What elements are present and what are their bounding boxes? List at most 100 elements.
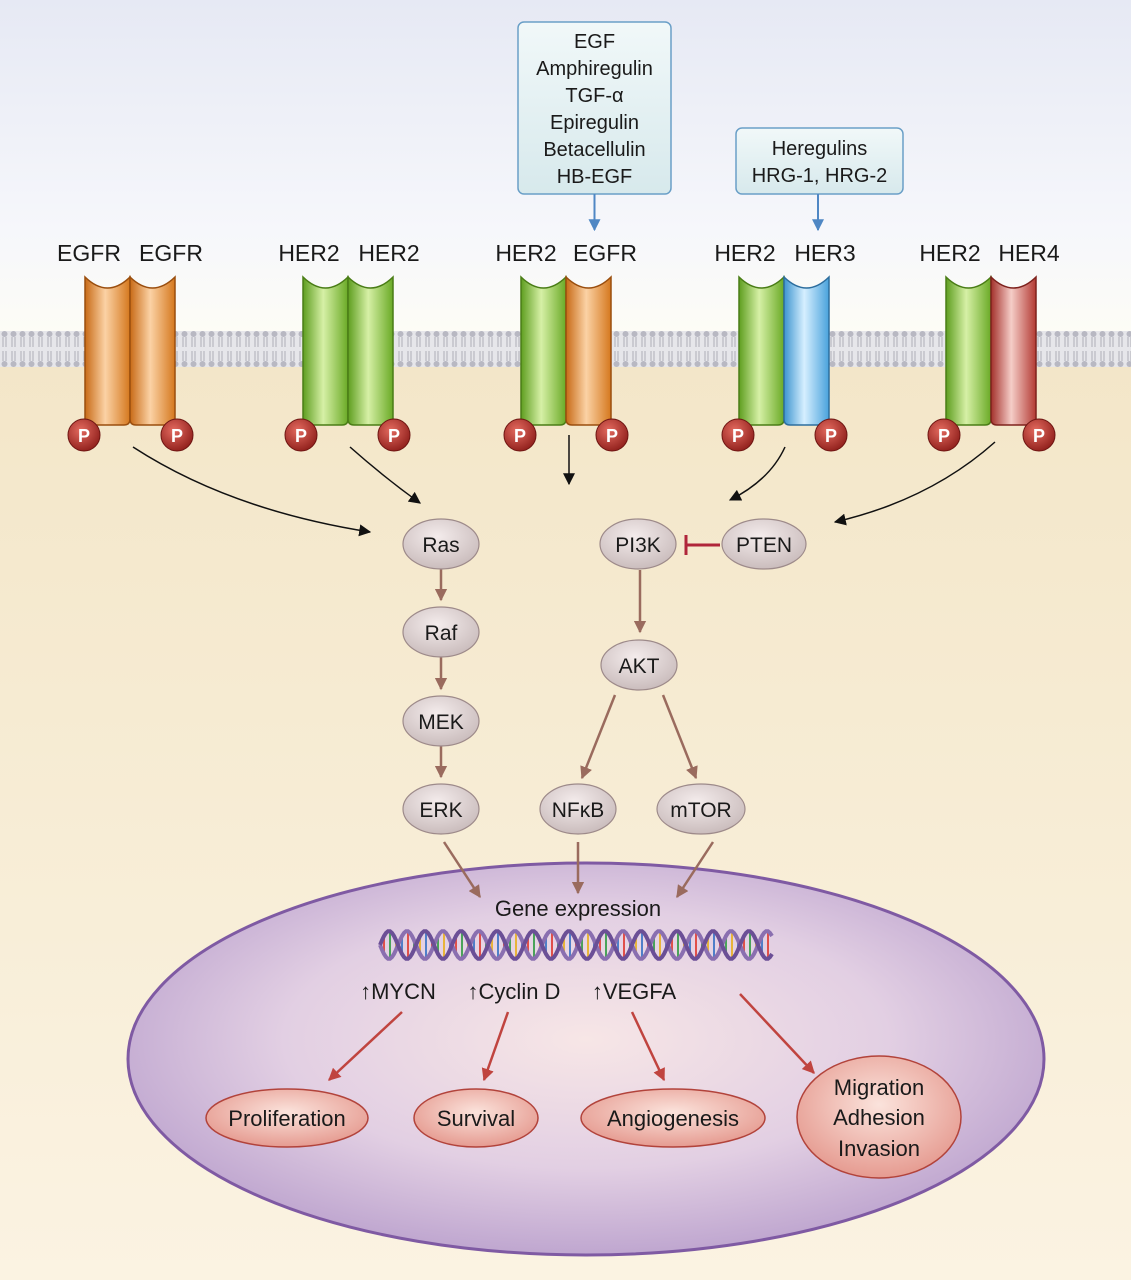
svg-text:AKT: AKT: [619, 655, 660, 678]
arrow-erk-gene: [442, 841, 482, 899]
dna-strand: [378, 929, 774, 961]
node-pi3k: PI3K: [599, 518, 677, 570]
svg-text:Adhesion: Adhesion: [833, 1105, 925, 1130]
phospho-1a: P: [67, 418, 101, 452]
phospho-4b: P: [814, 418, 848, 452]
arrow-her3-to-pi3k: [728, 446, 786, 501]
arrow-egfr-to-ras: [132, 446, 372, 537]
receptor-2-right-her2: [347, 275, 394, 426]
dna-helix: [378, 929, 774, 961]
ligand-tgf-alpha: TGF-α: [565, 85, 623, 107]
svg-text:Migration: Migration: [834, 1075, 924, 1100]
gene-mycn: ↑MYCN: [360, 979, 436, 1004]
phospho-sites: P P P P P P P P P P: [67, 418, 1056, 452]
outcomes: Proliferation Survival Angiogenesis Migr…: [205, 1055, 962, 1179]
arrow-her2-to-ras: [349, 446, 421, 504]
receptor-4-right-her3: [783, 275, 830, 426]
svg-text:NFκB: NFκB: [552, 799, 605, 822]
arrow-migration: [739, 993, 815, 1074]
ligand-heregulins: Heregulins: [772, 138, 868, 160]
ligand-hb-egf: HB-EGF: [557, 166, 633, 188]
arrow-cyclin-survival: [481, 1011, 510, 1082]
node-raf: Raf: [402, 606, 480, 658]
node-akt: AKT: [600, 639, 678, 691]
svg-text:P: P: [78, 426, 90, 446]
svg-text:P: P: [514, 426, 526, 446]
svg-text:PI3K: PI3K: [615, 534, 661, 557]
gene-cyclin-d: ↑Cyclin D: [468, 979, 561, 1004]
node-erk: ERK: [402, 783, 480, 835]
node-mtor: mTOR: [656, 783, 746, 835]
receptor-label-5-left: HER2: [919, 240, 980, 266]
heregulin-ligand-box: Heregulins HRG-1, HRG-2: [735, 127, 904, 195]
node-ras: Ras: [402, 518, 480, 570]
svg-text:Raf: Raf: [425, 622, 458, 645]
outcome-migration: Migration Adhesion Invasion: [796, 1055, 962, 1179]
arrow-her4-to-pten: [833, 441, 996, 526]
receptor-dimers: [84, 275, 1037, 426]
phospho-3a: P: [503, 418, 537, 452]
phospho-5a: P: [927, 418, 961, 452]
node-mek: MEK: [402, 695, 480, 747]
receptor-label-5-right: HER4: [998, 240, 1060, 266]
receptor-5-left-her2: [945, 275, 992, 426]
svg-text:P: P: [171, 426, 183, 446]
receptor-5-right-her4: [990, 275, 1037, 426]
ligand-egf: EGF: [574, 31, 615, 53]
node-pten: PTEN: [721, 518, 807, 570]
pathway-arrows: [434, 565, 715, 899]
receptor-label-1-right: EGFR: [139, 240, 203, 266]
phospho-2b: P: [377, 418, 411, 452]
svg-text:Ras: Ras: [422, 534, 459, 557]
outcome-survival: Survival: [413, 1088, 539, 1148]
outcome-angiogenesis: Angiogenesis: [580, 1088, 766, 1148]
dna-strand: [378, 929, 774, 961]
receptor-label-3-right: EGFR: [573, 240, 637, 266]
gene-expression-title: Gene expression: [495, 896, 661, 921]
receptor-label-3-left: HER2: [495, 240, 556, 266]
svg-text:P: P: [295, 426, 307, 446]
receptor-label-2-left: HER2: [278, 240, 339, 266]
arrow-akt-nfkb: [580, 694, 617, 780]
ligand-epiregulin: Epiregulin: [550, 112, 639, 134]
svg-text:PTEN: PTEN: [736, 534, 792, 557]
nucleus: [126, 861, 1046, 1257]
svg-text:P: P: [825, 426, 837, 446]
pten-inhibition: [684, 535, 720, 555]
ligand-hrg: HRG-1, HRG-2: [752, 165, 888, 187]
receptor-3-right-egfr: [565, 275, 612, 426]
gene-vegfa: ↑VEGFA: [592, 979, 677, 1004]
svg-text:mTOR: mTOR: [670, 799, 731, 822]
receptor-3-left-her2: [520, 275, 567, 426]
arrow-akt-mtor: [661, 694, 698, 780]
svg-text:Survival: Survival: [437, 1106, 515, 1131]
svg-text:P: P: [732, 426, 744, 446]
svg-text:MEK: MEK: [418, 711, 464, 734]
receptor-4-left-her2: [738, 275, 785, 426]
arrow-mycn-proliferation: [328, 1011, 403, 1081]
receptor-1-right-egfr: [129, 275, 176, 426]
arrow-mtor-gene: [675, 841, 715, 899]
svg-text:Angiogenesis: Angiogenesis: [607, 1106, 739, 1131]
svg-text:P: P: [606, 426, 618, 446]
svg-text:P: P: [388, 426, 400, 446]
phospho-3b: P: [595, 418, 629, 452]
receptor-labels: EGFR EGFR HER2 HER2 HER2 EGFR HER2 HER3 …: [57, 240, 1060, 266]
ligand-betacellulin: Betacellulin: [543, 139, 645, 161]
outcome-proliferation: Proliferation: [205, 1088, 369, 1148]
receptor-2-left-her2: [302, 275, 349, 426]
receptor-label-1-left: EGFR: [57, 240, 121, 266]
phospho-5b: P: [1022, 418, 1056, 452]
arrow-vegfa-angiogenesis: [630, 1011, 666, 1082]
svg-text:Proliferation: Proliferation: [228, 1106, 345, 1131]
egf-ligand-box: EGF Amphiregulin TGF-α Epiregulin Betace…: [517, 21, 672, 195]
node-nfkb: NFκB: [539, 783, 617, 835]
phospho-1b: P: [160, 418, 194, 452]
svg-text:ERK: ERK: [419, 799, 462, 822]
outcome-arrows: [328, 993, 815, 1082]
receptor-signal-arrows: [132, 435, 996, 537]
phospho-4a: P: [721, 418, 755, 452]
svg-text:Invasion: Invasion: [838, 1136, 920, 1161]
phospho-2a: P: [284, 418, 318, 452]
